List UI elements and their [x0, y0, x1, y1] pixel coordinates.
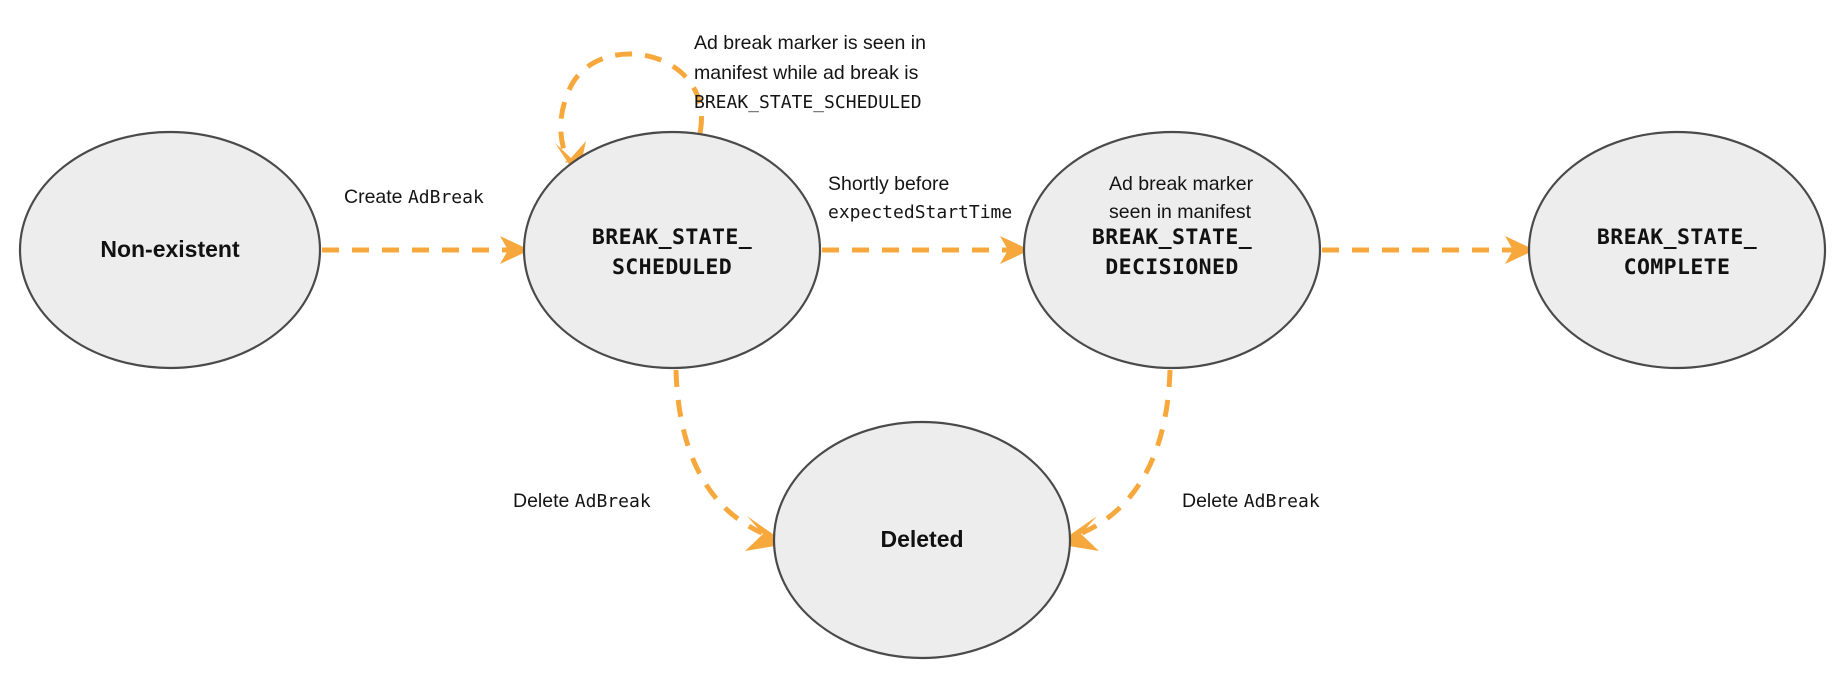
- node-break-state-scheduled[interactable]: BREAK_STATE_ SCHEDULED: [522, 130, 822, 370]
- node-break-state-scheduled-label-line1: BREAK_STATE_: [592, 225, 752, 250]
- node-break-state-decisioned[interactable]: BREAK_STATE_ DECISIONED: [1022, 130, 1322, 370]
- edge-label-delete-adbreak-from-scheduled: Delete AdBreak: [513, 490, 651, 512]
- edge-label-delete-right-text: Delete AdBreak: [1182, 490, 1320, 512]
- edge-delete-right-line: [1080, 369, 1173, 536]
- edge-marker-seen-in-manifest[interactable]: [1322, 236, 1535, 264]
- edge-label-marker-seen-in-manifest: Ad break marker seen in manifest: [1109, 173, 1254, 223]
- edge-marker-seen-arrowhead: [1505, 236, 1535, 264]
- edge-label-marker-seen-line1: Ad break marker: [1109, 173, 1254, 195]
- node-non-existent-shape: [18, 130, 322, 370]
- edge-label-self-loop-line3: BREAK_STATE_SCHEDULED: [694, 92, 922, 113]
- node-break-state-decisioned-shape: [1022, 130, 1322, 370]
- edge-label-shortly-before-expected-start: Shortly before expectedStartTime: [828, 173, 1012, 223]
- edge-label-shortly-before-line1: Shortly before: [828, 173, 949, 195]
- edge-label-delete-adbreak-from-decisioned: Delete AdBreak: [1182, 490, 1320, 512]
- edge-create-adbreak[interactable]: [322, 236, 530, 264]
- node-non-existent[interactable]: Non-existent: [18, 130, 322, 370]
- edge-label-create-adbreak-text: Create AdBreak: [344, 186, 484, 208]
- node-break-state-decisioned-label-line2: DECISIONED: [1105, 255, 1238, 280]
- edge-label-shortly-before-line2: expectedStartTime: [828, 202, 1012, 223]
- node-break-state-scheduled-shape: [522, 130, 822, 370]
- edge-label-marker-seen-line2: seen in manifest: [1109, 201, 1252, 223]
- edge-label-delete-right-mono: AdBreak: [1244, 491, 1320, 512]
- edge-label-create-adbreak: Create AdBreak: [344, 186, 484, 208]
- edge-self-loop-line: [558, 51, 704, 163]
- node-break-state-complete-label-line2: COMPLETE: [1624, 255, 1731, 280]
- node-break-state-complete[interactable]: BREAK_STATE_ COMPLETE: [1527, 130, 1827, 370]
- edge-label-self-loop-line1: Ad break marker is seen in: [694, 32, 926, 54]
- node-break-state-decisioned-label-line1: BREAK_STATE_: [1092, 225, 1252, 250]
- node-deleted[interactable]: Deleted: [772, 420, 1072, 660]
- node-deleted-label: Deleted: [880, 526, 963, 552]
- node-break-state-complete-shape: [1527, 130, 1827, 370]
- edge-label-self-loop-marker-seen: Ad break marker is seen in manifest whil…: [694, 32, 926, 113]
- edge-delete-adbreak-from-scheduled[interactable]: [673, 369, 787, 551]
- edge-label-create-adbreak-mono: AdBreak: [408, 187, 484, 208]
- edge-shortly-before-arrowhead: [1000, 236, 1030, 264]
- node-break-state-complete-label-line1: BREAK_STATE_: [1597, 225, 1757, 250]
- edge-delete-adbreak-from-decisioned[interactable]: [1057, 369, 1173, 551]
- node-break-state-scheduled-label-line2: SCHEDULED: [612, 255, 732, 280]
- edge-create-adbreak-arrowhead: [500, 236, 530, 264]
- node-non-existent-label: Non-existent: [100, 236, 240, 262]
- node-deleted-shape: [772, 420, 1072, 660]
- edge-label-create-adbreak-plain: Create: [344, 186, 408, 208]
- edge-label-self-loop-line2: manifest while ad break is: [694, 62, 919, 84]
- edge-label-delete-left-plain: Delete: [513, 490, 575, 512]
- edge-shortly-before-expected-start[interactable]: [822, 236, 1030, 264]
- edge-label-delete-right-plain: Delete: [1182, 490, 1244, 512]
- edge-label-delete-left-text: Delete AdBreak: [513, 490, 651, 512]
- edge-label-delete-left-mono: AdBreak: [575, 491, 651, 512]
- edge-delete-left-line: [673, 369, 764, 536]
